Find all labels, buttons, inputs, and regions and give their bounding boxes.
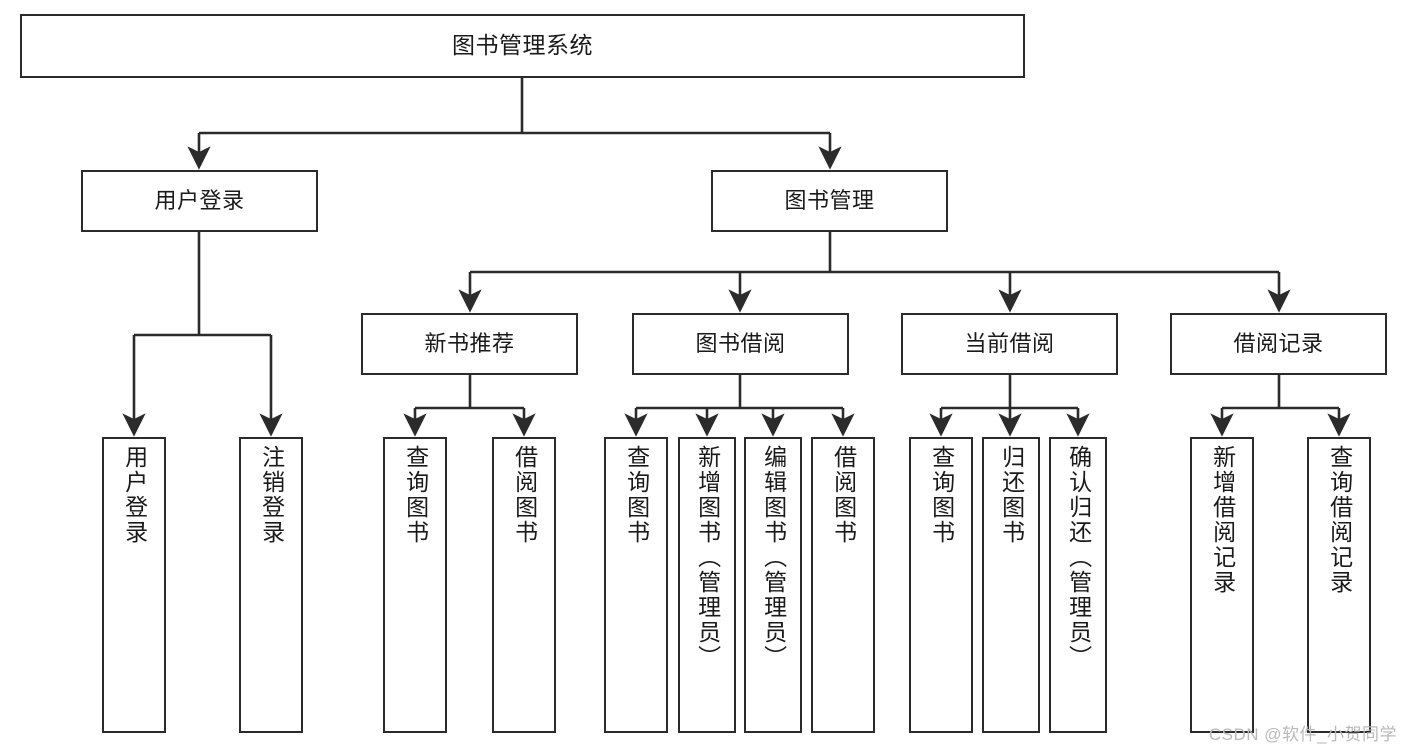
leaf-borrow-record-add-label: 新增借阅记录 — [1209, 445, 1236, 595]
leaf-current-borrow-return[interactable]: 归还图书 — [982, 437, 1040, 733]
node-book-management-label: 图书管理 — [784, 187, 875, 213]
node-current-borrow[interactable]: 当前借阅 — [901, 313, 1118, 375]
leaf-book-borrow-borrow-label: 借阅图书 — [830, 445, 857, 545]
node-new-book-recommend-label: 新书推荐 — [424, 330, 515, 356]
node-root-label: 图书管理系统 — [452, 32, 593, 59]
leaf-current-borrow-query-label: 查询图书 — [928, 445, 955, 545]
leaf-book-borrow-query-label: 查询图书 — [623, 445, 650, 545]
node-root[interactable]: 图书管理系统 — [20, 14, 1025, 78]
leaf-new-book-borrow-label: 借阅图书 — [511, 445, 538, 545]
csdn-watermark: CSDN @软件_小贺同学 — [1208, 725, 1397, 744]
node-current-borrow-label: 当前借阅 — [964, 330, 1055, 356]
leaf-new-book-borrow[interactable]: 借阅图书 — [492, 437, 556, 733]
node-borrow-record[interactable]: 借阅记录 — [1170, 313, 1387, 375]
node-book-borrow[interactable]: 图书借阅 — [632, 313, 849, 375]
node-user-login[interactable]: 用户登录 — [81, 170, 318, 232]
leaf-user-login-logout-label: 注销登录 — [258, 445, 285, 545]
leaf-borrow-record-query-label: 查询借阅记录 — [1326, 445, 1353, 595]
node-book-management[interactable]: 图书管理 — [711, 170, 948, 232]
leaf-user-login-login-label: 用户登录 — [121, 445, 148, 545]
leaf-current-borrow-confirm[interactable]: 确认归还（管理员） — [1049, 437, 1107, 733]
leaf-current-borrow-return-label: 归还图书 — [998, 445, 1025, 545]
node-borrow-record-label: 借阅记录 — [1233, 330, 1324, 356]
leaf-borrow-record-add[interactable]: 新增借阅记录 — [1190, 437, 1254, 733]
leaf-current-borrow-confirm-label: 确认归还（管理员） — [1065, 445, 1092, 670]
leaf-new-book-query[interactable]: 查询图书 — [383, 437, 447, 733]
leaf-current-borrow-query[interactable]: 查询图书 — [909, 437, 973, 733]
leaf-book-borrow-add[interactable]: 新增图书（管理员） — [678, 437, 736, 733]
node-user-login-label: 用户登录 — [154, 187, 245, 213]
node-book-borrow-label: 图书借阅 — [695, 330, 786, 356]
leaf-user-login-logout[interactable]: 注销登录 — [239, 437, 303, 733]
leaf-book-borrow-query[interactable]: 查询图书 — [604, 437, 668, 733]
leaf-book-borrow-edit[interactable]: 编辑图书（管理员） — [744, 437, 802, 733]
leaf-book-borrow-add-label: 新增图书（管理员） — [694, 445, 721, 670]
leaf-new-book-query-label: 查询图书 — [402, 445, 429, 545]
leaf-book-borrow-edit-label: 编辑图书（管理员） — [760, 445, 787, 670]
node-new-book-recommend[interactable]: 新书推荐 — [361, 313, 578, 375]
leaf-borrow-record-query[interactable]: 查询借阅记录 — [1307, 437, 1371, 733]
leaf-user-login-login[interactable]: 用户登录 — [102, 437, 166, 733]
leaf-book-borrow-borrow[interactable]: 借阅图书 — [811, 437, 875, 733]
